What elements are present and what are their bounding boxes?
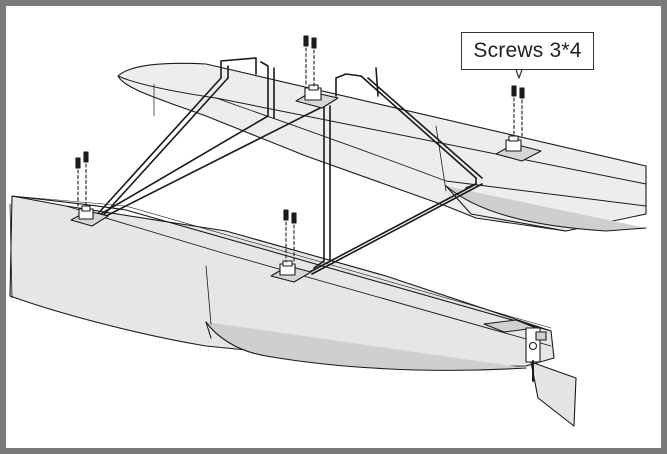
screw-pair-front-left bbox=[75, 151, 89, 209]
assembly-drawing bbox=[9, 35, 647, 427]
rear-hull bbox=[117, 62, 647, 232]
screw-pair-rear-right bbox=[511, 85, 525, 137]
screws-callout: Screws 3*4 bbox=[461, 32, 594, 70]
screw-pair-rear-center bbox=[303, 35, 317, 87]
mount-front-left bbox=[70, 205, 109, 227]
screw-pair-front-center bbox=[283, 209, 297, 263]
mount-blocks bbox=[70, 84, 542, 283]
mount-front-center bbox=[270, 260, 312, 283]
mount-rear-center bbox=[295, 84, 339, 109]
crossbar-frame bbox=[93, 57, 483, 275]
rudder bbox=[525, 327, 577, 427]
front-hull bbox=[9, 195, 555, 371]
screws bbox=[75, 35, 525, 263]
mount-rear-right bbox=[495, 135, 542, 162]
